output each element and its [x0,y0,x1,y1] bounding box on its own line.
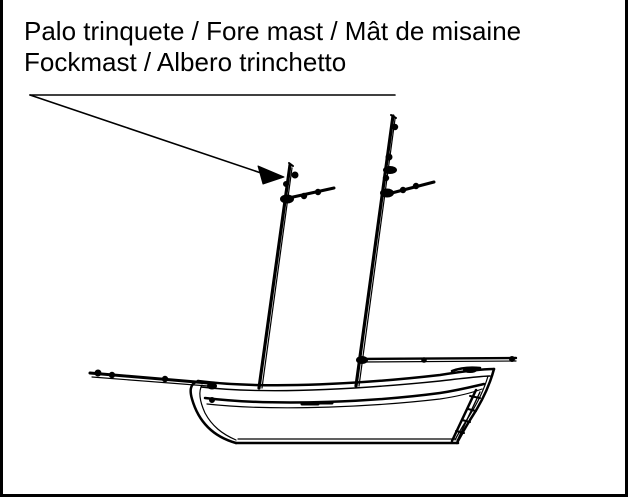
bowsprit [88,369,210,387]
main-gaff [380,180,436,198]
main-mast [354,114,399,388]
fore-mast-callout-label: Palo trinquete / Fore mast / Mât de misa… [24,16,521,78]
callout-line-2: Fockmast / Albero trinchetto [24,47,347,77]
callout-leader-arrow [29,94,396,185]
callout-line-1: Palo trinquete / Fore mast / Mât de misa… [24,16,522,46]
hull [189,366,496,445]
rudder [450,388,481,443]
fore-gaff [280,186,336,204]
main-boom [356,356,518,364]
